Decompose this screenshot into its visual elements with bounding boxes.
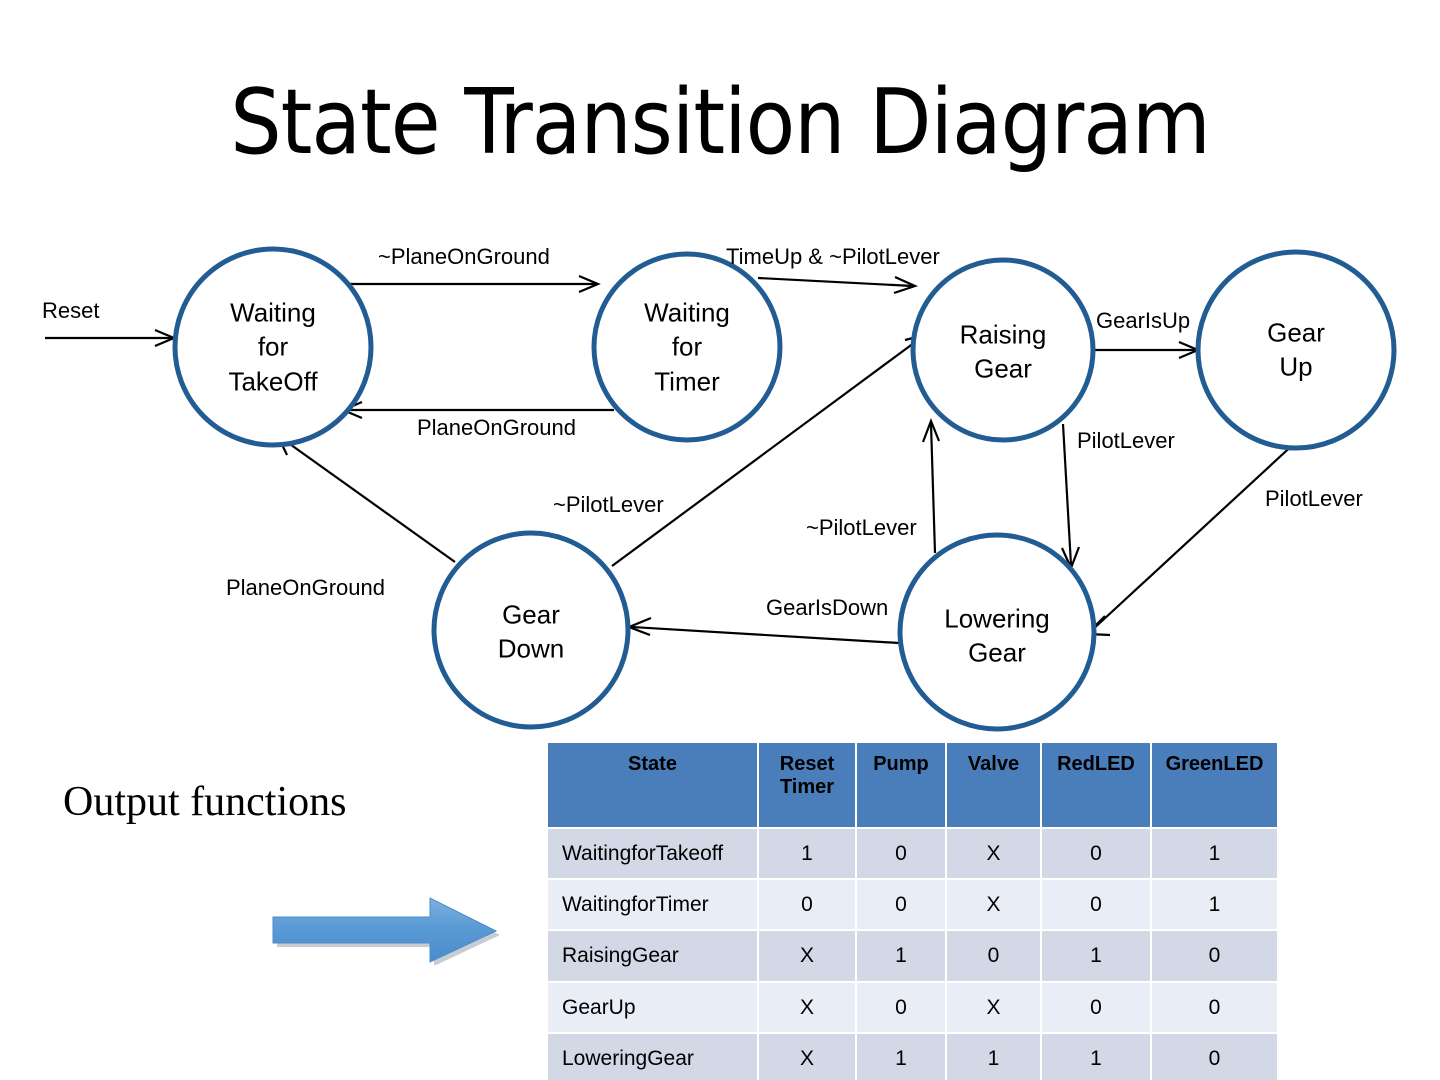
edge-label-lowering-to-raising: ~PilotLever bbox=[806, 515, 917, 540]
edge-label-gearup-to-lowering: PilotLever bbox=[1265, 486, 1363, 511]
column-header-pump[interactable]: Pump bbox=[855, 741, 947, 829]
state-gear-down[interactable] bbox=[431, 530, 631, 730]
cell-valve: 0 bbox=[945, 929, 1042, 983]
column-header-state-label: State bbox=[628, 753, 677, 775]
table-row: RaisingGear X 1 0 1 0 bbox=[546, 929, 1279, 983]
column-header-red-led[interactable]: RedLED bbox=[1040, 741, 1152, 829]
column-header-reset-timer[interactable]: Reset Timer bbox=[757, 741, 857, 829]
column-header-valve[interactable]: Valve bbox=[945, 741, 1042, 829]
table-row: WaitingforTimer 0 0 X 0 1 bbox=[546, 878, 1279, 932]
state-waiting-for-takeoff[interactable] bbox=[172, 246, 374, 448]
cell-state: GearUp bbox=[546, 980, 759, 1034]
state-gear-up[interactable] bbox=[1195, 249, 1397, 451]
cell-reset-timer: 1 bbox=[757, 826, 857, 881]
output-functions-table: State Reset Timer Pump Valve RedLED Gree… bbox=[546, 741, 1279, 1080]
page-title: State Transition Diagram bbox=[230, 70, 1211, 175]
cell-pump: 1 bbox=[855, 929, 947, 983]
cell-red-led: 1 bbox=[1040, 929, 1152, 983]
cell-valve: X bbox=[945, 980, 1042, 1034]
edge-gearup-to-lowering bbox=[1084, 440, 1298, 637]
table-row: GearUp X 0 X 0 0 bbox=[546, 980, 1279, 1034]
state-lowering-gear[interactable] bbox=[897, 532, 1097, 732]
cell-green-led: 1 bbox=[1150, 826, 1279, 881]
block-arrow-icon bbox=[272, 897, 500, 965]
cell-red-led: 1 bbox=[1040, 1031, 1152, 1080]
table-row: LoweringGear X 1 1 1 0 bbox=[546, 1031, 1279, 1080]
column-header-red-led-label: RedLED bbox=[1057, 753, 1135, 775]
column-header-state[interactable]: State bbox=[546, 741, 759, 829]
edge-takeoff-to-timer bbox=[346, 274, 601, 294]
cell-green-led: 1 bbox=[1150, 878, 1279, 932]
cell-red-led: 0 bbox=[1040, 878, 1152, 932]
edge-label-takeoff-to-timer: ~PlaneOnGround bbox=[378, 244, 550, 269]
state-transition-diagram bbox=[45, 246, 1397, 732]
cell-reset-timer: X bbox=[757, 1031, 857, 1080]
edge-timer-to-raising bbox=[757, 275, 919, 295]
cell-valve: 1 bbox=[945, 1031, 1042, 1080]
output-functions-caption: Output functions bbox=[63, 779, 347, 825]
edge-label-geardown-to-raising: ~PilotLever bbox=[553, 492, 664, 517]
edge-geardown-to-takeoff bbox=[274, 431, 456, 563]
cell-reset-timer: X bbox=[757, 980, 857, 1034]
cell-state: WaitingforTakeoff bbox=[546, 826, 759, 881]
edge-label-geardown-to-takeoff: PlaneOnGround bbox=[226, 575, 385, 600]
table-header-row: State Reset Timer Pump Valve RedLED Gree… bbox=[546, 741, 1279, 829]
cell-pump: 0 bbox=[855, 826, 947, 881]
cell-reset-timer: X bbox=[757, 929, 857, 983]
edge-label-reset: Reset bbox=[42, 298, 100, 323]
cell-green-led: 0 bbox=[1150, 980, 1279, 1034]
cell-pump: 0 bbox=[855, 878, 947, 932]
edge-label-lowering-to-geardown: GearIsDown bbox=[766, 595, 889, 620]
column-header-reset-timer-line2: Timer bbox=[779, 776, 835, 798]
cell-state: RaisingGear bbox=[546, 929, 759, 983]
edge-label-raising-to-lowering: PilotLever bbox=[1077, 428, 1175, 453]
cell-valve: X bbox=[945, 826, 1042, 881]
cell-red-led: 0 bbox=[1040, 826, 1152, 881]
cell-state: WaitingforTimer bbox=[546, 878, 759, 932]
cell-state: LoweringGear bbox=[546, 1031, 759, 1080]
edge-label-timer-to-raising: TimeUp & ~PilotLever bbox=[726, 244, 940, 269]
column-header-valve-label: Valve bbox=[967, 753, 1020, 775]
cell-green-led: 0 bbox=[1150, 929, 1279, 983]
edge-label-timer-to-takeoff: PlaneOnGround bbox=[417, 415, 576, 440]
edge-lowering-to-geardown bbox=[626, 616, 900, 645]
cell-pump: 1 bbox=[855, 1031, 947, 1080]
state-waiting-for-timer[interactable] bbox=[591, 251, 783, 443]
table-row: WaitingforTakeoff 1 0 X 0 1 bbox=[546, 826, 1279, 881]
state-raising-gear[interactable] bbox=[910, 257, 1096, 443]
edge-label-raising-to-gearup: GearIsUp bbox=[1096, 308, 1191, 333]
edge-lowering-to-raising bbox=[921, 417, 941, 554]
cell-pump: 0 bbox=[855, 980, 947, 1034]
cell-green-led: 0 bbox=[1150, 1031, 1279, 1080]
cell-red-led: 0 bbox=[1040, 980, 1152, 1034]
edge-reset bbox=[45, 328, 177, 348]
column-header-reset-timer-line1: Reset bbox=[779, 753, 835, 775]
column-header-green-led[interactable]: GreenLED bbox=[1150, 741, 1279, 829]
cell-reset-timer: 0 bbox=[757, 878, 857, 932]
column-header-pump-label: Pump bbox=[873, 753, 929, 775]
edge-raising-to-gearup bbox=[1093, 340, 1201, 360]
column-header-green-led-label: GreenLED bbox=[1165, 753, 1264, 775]
cell-valve: X bbox=[945, 878, 1042, 932]
